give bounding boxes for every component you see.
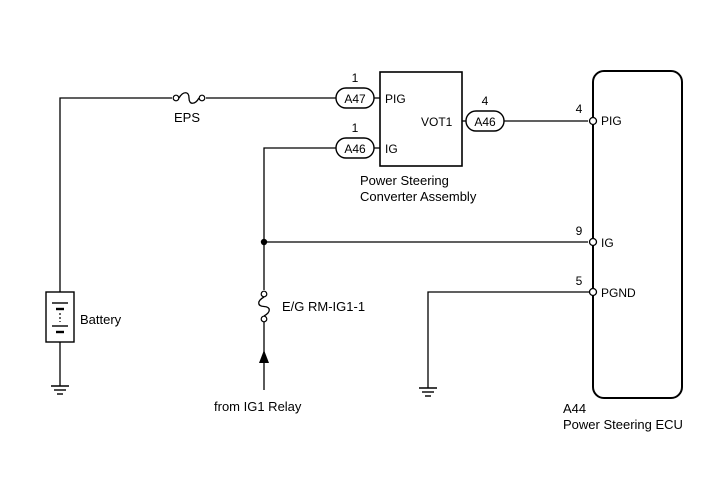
junction-dot	[260, 238, 268, 246]
ecu-pin-signal-pig: PIG	[601, 114, 622, 128]
ecu-pin-signal-ig: IG	[601, 236, 614, 250]
converter-box	[379, 71, 463, 167]
ecu-pin-pgnd-terminal	[588, 287, 598, 297]
arrow-up-icon	[259, 350, 269, 363]
fuse-rm-ig1-symbol	[258, 290, 270, 323]
battery-ground-icon	[51, 385, 69, 395]
fuse-eps-symbol	[172, 92, 206, 104]
converter-name-line2: Converter Assembly	[360, 189, 477, 204]
converter-pig-signal: PIG	[385, 92, 406, 106]
converter-ig-signal: IG	[385, 142, 398, 156]
converter-pin-number-ig: 1	[352, 121, 359, 135]
converter-pin-number-pig: 1	[352, 71, 359, 85]
battery-symbol	[45, 291, 75, 343]
fuse-rm-ig1-label: E/G RM-IG1-1	[282, 299, 365, 314]
battery-label: Battery	[80, 312, 122, 327]
ecu-pin-pig-terminal	[588, 116, 598, 126]
wire-pgnd-to-ground	[427, 291, 589, 388]
connector-a47	[335, 87, 375, 109]
fuse-eps-label: EPS	[174, 110, 200, 125]
connector-a46-ig	[335, 137, 375, 159]
wire-ig-to-converter	[263, 147, 336, 290]
connector-a46-vot1-label: A46	[474, 115, 496, 129]
ecu-pin-number-ig: 9	[576, 224, 583, 238]
ecu-pin-number-pgnd: 5	[576, 274, 583, 288]
connector-a47-label: A47	[344, 92, 366, 106]
source-label: from IG1 Relay	[214, 399, 302, 414]
converter-vot1-signal: VOT1	[421, 115, 453, 129]
converter-pin-number-vot1: 4	[482, 94, 489, 108]
ecu-pin-number-pig: 4	[576, 102, 583, 116]
connector-a46-ig-label: A46	[344, 142, 366, 156]
ecu-pin-signal-pgnd: PGND	[601, 286, 636, 300]
wire-battery-to-eps-fuse	[59, 97, 172, 292]
ecu-name-label: Power Steering ECU	[563, 417, 683, 432]
ecu-code-label: A44	[563, 401, 586, 416]
ecu-ground-icon	[419, 387, 437, 397]
ecu-pin-ig-terminal	[588, 237, 598, 247]
ecu-box	[592, 70, 683, 399]
converter-name-line1: Power Steering	[360, 173, 449, 188]
